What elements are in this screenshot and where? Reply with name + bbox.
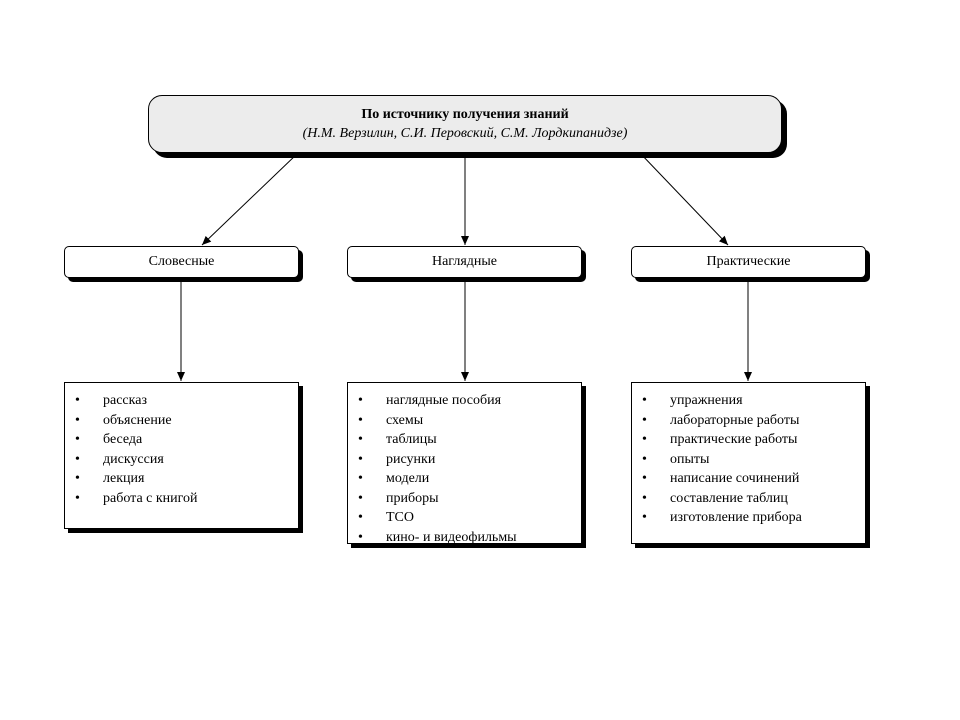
list-item: опыты (632, 450, 865, 470)
root-title: По источнику получения знаний (361, 107, 569, 122)
list-item: беседа (65, 430, 298, 450)
list-item: объяснение (65, 411, 298, 431)
list-item: кино- и видеофильмы (348, 528, 581, 548)
category-visual: Наглядные (347, 246, 582, 278)
list-item: таблицы (348, 430, 581, 450)
list-item: наглядные пособия (348, 391, 581, 411)
list-item: практические работы (632, 430, 865, 450)
arrow-root-to-verbal (201, 152, 299, 246)
list-item: составление таблиц (632, 489, 865, 509)
list-item: рассказ (65, 391, 298, 411)
list-practical: упражнения лабораторные работы практичес… (631, 382, 866, 544)
list-item: дискуссия (65, 450, 298, 470)
list-visual: наглядные пособия схемы таблицы рисунки … (347, 382, 582, 547)
list-item: лабораторные работы (632, 411, 865, 431)
list-item: ТСО (348, 508, 581, 528)
category-verbal: Словесные (64, 246, 299, 278)
arrow-root-to-practical (639, 152, 729, 246)
list-item: модели (348, 469, 581, 489)
category-practical: Практические (631, 246, 866, 278)
list-item: приборы (348, 489, 581, 509)
list-verbal: рассказ объяснение беседа дискуссия лекц… (64, 382, 299, 529)
root-box: По источнику получения знаний (Н.М. Верз… (148, 95, 782, 153)
list-item: изготовление прибора (632, 508, 865, 528)
list-item: упражнения (632, 391, 865, 411)
root-subtitle: (Н.М. Верзилин, С.И. Перовский, С.М. Лор… (302, 126, 628, 141)
list-item: написание сочинений (632, 469, 865, 489)
list-item: работа с книгой (65, 489, 298, 509)
list-item: лекция (65, 469, 298, 489)
list-item: схемы (348, 411, 581, 431)
list-item: рисунки (348, 450, 581, 470)
